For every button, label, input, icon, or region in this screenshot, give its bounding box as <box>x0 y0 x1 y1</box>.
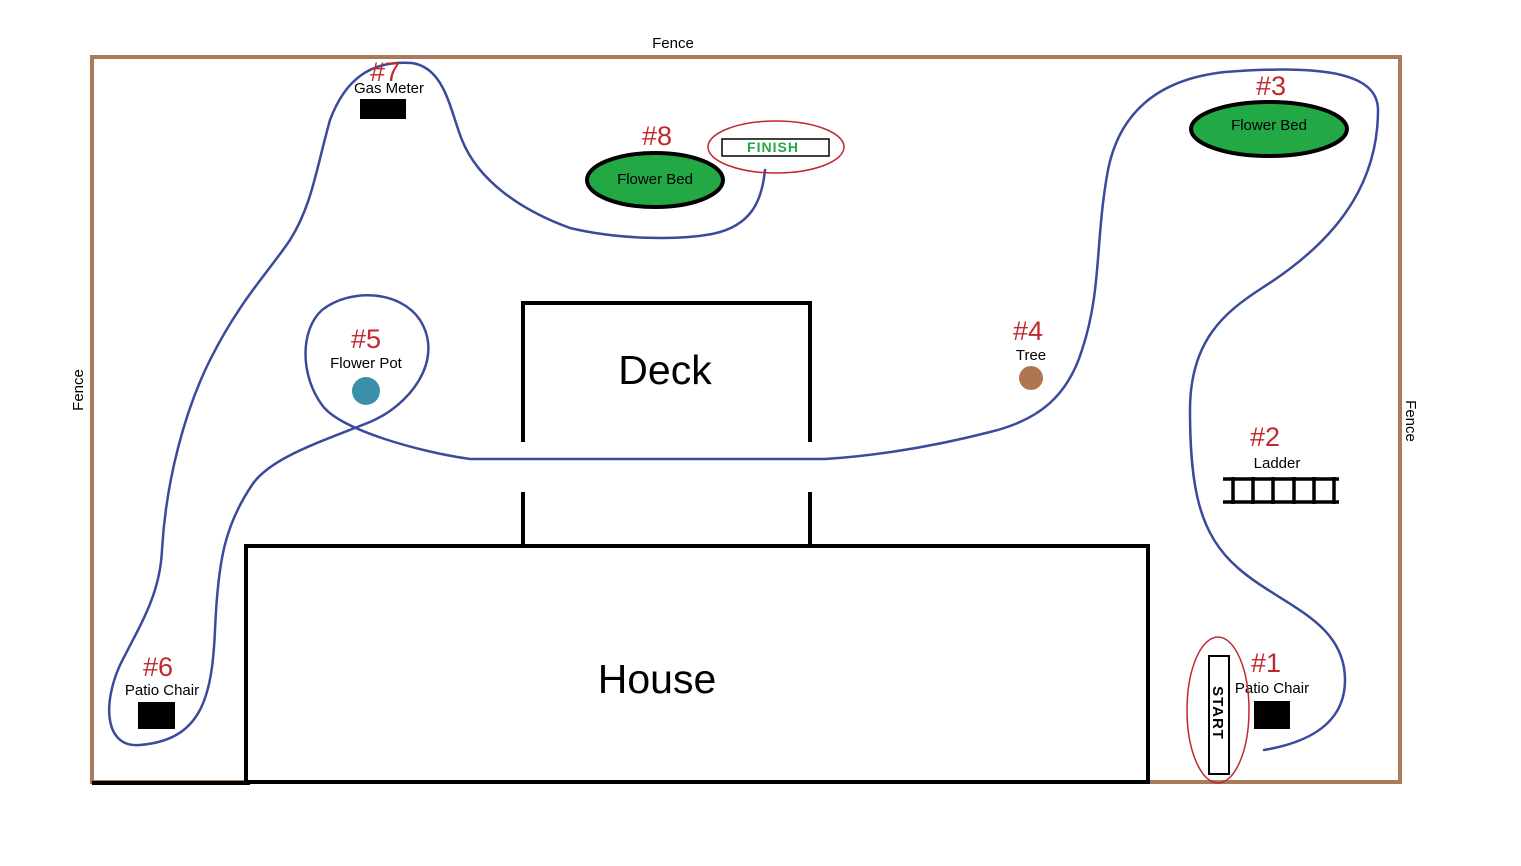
stop-7-number: #7 <box>370 57 400 87</box>
stop-2-number: #2 <box>1250 422 1280 452</box>
finish-ring <box>707 120 845 174</box>
flower-bed-3 <box>1189 100 1349 158</box>
finish-label: FINISH <box>747 139 799 155</box>
stop-4-number: #4 <box>1013 316 1043 346</box>
stop-8-label: Flower Bed <box>617 171 693 188</box>
deck <box>521 301 812 546</box>
flower-pot-icon <box>352 377 380 405</box>
stop-6-number: #6 <box>143 652 173 682</box>
patio-chair-6 <box>138 702 175 729</box>
stop-7-label: Gas Meter <box>354 80 424 97</box>
stop-1-number: #1 <box>1251 648 1281 678</box>
stop-3-label: Flower Bed <box>1231 117 1307 134</box>
walking-path <box>107 61 1380 752</box>
fence-label-left: Fence <box>70 369 87 411</box>
stop-3-number: #3 <box>1256 71 1286 101</box>
flower-bed-8 <box>585 151 725 209</box>
house-label: House <box>598 656 717 702</box>
tree-icon <box>1019 366 1043 390</box>
fence-label-right: Fence <box>1402 400 1419 442</box>
finish-box <box>721 138 830 157</box>
gas-meter-icon <box>360 99 406 119</box>
start-ring <box>1186 636 1250 784</box>
stop-5-label: Flower Pot <box>330 355 403 372</box>
stop-2-label: Ladder <box>1254 455 1301 472</box>
fence-label-top: Fence <box>652 35 694 52</box>
house <box>244 544 1150 784</box>
start-label: START <box>1209 686 1226 740</box>
stop-5-number: #5 <box>351 324 381 354</box>
ladder-icon <box>1223 477 1339 504</box>
stop-1-label: Patio Chair <box>1235 680 1309 697</box>
stop-6-label: Patio Chair <box>125 682 199 699</box>
fence <box>90 55 1402 784</box>
deck-label: Deck <box>618 347 712 393</box>
patio-chair-1 <box>1254 701 1290 729</box>
stop-4-label: Tree <box>1016 347 1046 364</box>
start-box <box>1208 655 1230 775</box>
stop-8-number: #8 <box>642 121 672 151</box>
